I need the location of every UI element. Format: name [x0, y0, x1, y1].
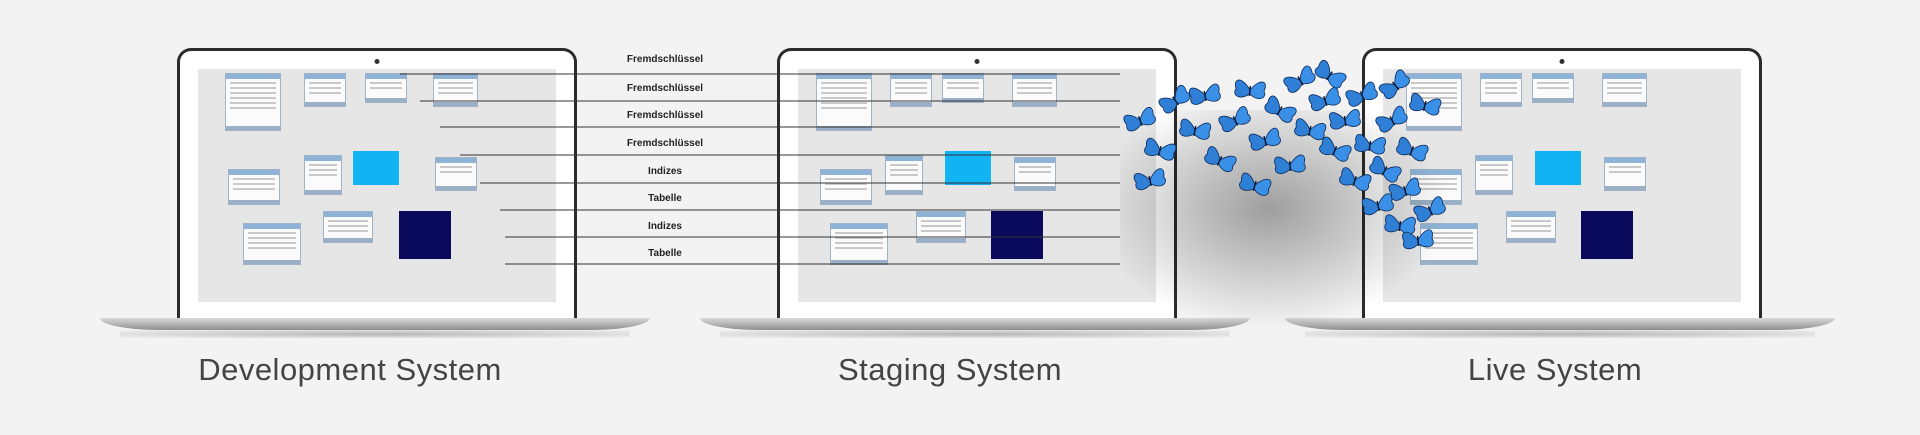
swarm-shadow [1120, 110, 1450, 330]
db-table [365, 73, 407, 103]
db-table [433, 73, 478, 107]
screen-staging [798, 69, 1156, 302]
db-table [1475, 155, 1513, 195]
db-table [1014, 157, 1056, 191]
db-table [890, 73, 932, 107]
connection-label: Indizes [580, 166, 750, 177]
db-table [942, 73, 984, 103]
laptop-base [100, 318, 650, 330]
db-table [243, 223, 301, 265]
camera-icon [975, 59, 980, 64]
db-table [323, 211, 373, 243]
db-table [435, 157, 477, 191]
new-table-block [399, 211, 451, 259]
camera-icon [1560, 59, 1565, 64]
caption-live: Live System [1355, 352, 1755, 388]
caption-staging: Staging System [750, 352, 1150, 388]
connection-label: Tabelle [580, 248, 750, 259]
screen-development [198, 69, 556, 302]
db-table [1532, 73, 1574, 103]
db-table [304, 73, 346, 107]
new-table-block [945, 151, 991, 185]
new-table-block [991, 211, 1043, 259]
laptop-shadow [720, 330, 1230, 338]
db-table [1506, 211, 1556, 243]
caption-development: Development System [150, 352, 550, 388]
db-table [1012, 73, 1057, 107]
laptop-lid [177, 48, 577, 318]
db-table [830, 223, 888, 265]
db-table [225, 73, 281, 131]
camera-icon [375, 59, 380, 64]
db-table [1602, 73, 1647, 107]
connection-label: Indizes [580, 221, 750, 232]
db-table [228, 169, 280, 205]
connection-label: Tabelle [580, 193, 750, 204]
laptop-shadow [1305, 330, 1815, 338]
new-table-block [1535, 151, 1581, 185]
db-table [1604, 157, 1646, 191]
new-table-block [1581, 211, 1633, 259]
laptop-lid [777, 48, 1177, 318]
db-table [816, 73, 872, 131]
connection-label: Fremdschlüssel [580, 138, 750, 149]
db-table [820, 169, 872, 205]
db-table [304, 155, 342, 195]
laptop-shadow [120, 330, 630, 338]
db-table [916, 211, 966, 243]
connection-label: Fremdschlüssel [580, 83, 750, 94]
connection-label: Fremdschlüssel [580, 110, 750, 121]
db-table [885, 155, 923, 195]
db-table [1480, 73, 1522, 107]
new-table-block [353, 151, 399, 185]
connection-label: Fremdschlüssel [580, 54, 750, 65]
